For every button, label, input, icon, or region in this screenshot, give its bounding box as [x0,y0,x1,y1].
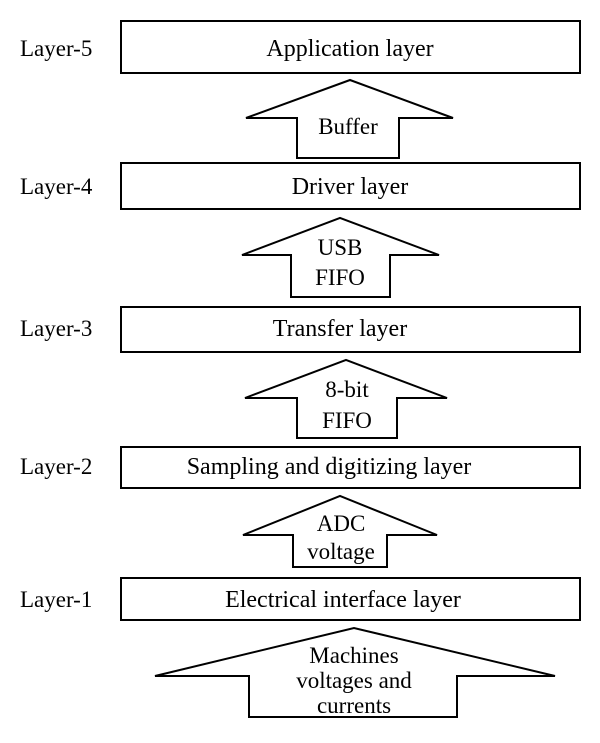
adc-voltage-arrow-text-line-1: ADC [317,511,366,536]
machines-input-arrow [154,626,556,718]
8bit-fifo-arrow-text-line-2: FIFO [322,408,372,433]
usb-fifo-arrow-text-line-1: USB [318,235,363,260]
application-layer-box [120,20,581,74]
driver-layer-box [120,162,581,210]
8bit-fifo-arrow [244,358,448,439]
sampling-layer-text: Sampling and digitizing layer [187,454,472,480]
electrical-interface-layer-box [120,577,581,621]
layer-1-label: Layer-1 [20,587,92,612]
machines-arrow-text-line-1: Machines [309,643,398,668]
layer-4-label: Layer-4 [20,174,93,199]
electrical-interface-layer-text: Electrical interface layer [225,587,461,613]
adc-voltage-arrow [242,494,438,568]
transfer-layer-box [120,306,581,353]
usb-fifo-arrow [241,216,440,298]
layer-2-label: Layer-2 [20,454,92,479]
sampling-layer-box [120,446,581,489]
buffer-arrow-text: Buffer [318,114,378,139]
8bit-fifo-arrow-text-line-1: 8-bit [325,377,369,402]
transfer-layer-text: Transfer layer [273,316,407,342]
adc-voltage-arrow-text-line-2: voltage [307,539,375,564]
layer-5-label: Layer-5 [20,36,92,61]
buffer-arrow [245,78,454,159]
driver-layer-text: Driver layer [292,174,409,200]
usb-fifo-arrow-text-line-2: FIFO [315,265,365,290]
application-layer-text: Application layer [266,36,433,62]
machines-arrow-text-line-2: voltages and [296,668,412,693]
machines-arrow-text-line-3: currents [317,693,391,718]
layer-3-label: Layer-3 [20,316,92,341]
